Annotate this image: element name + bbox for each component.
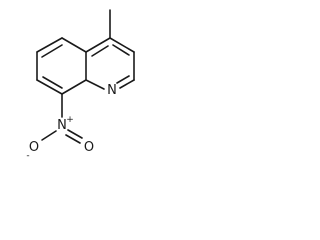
bond-nitro-n-o-right-b <box>65 134 81 144</box>
bond-c4a-c4-inner <box>91 45 109 57</box>
bond-c7-c8 <box>36 79 63 95</box>
bond-c5-c6 <box>36 37 63 53</box>
nitro-oxygen-left-charge: - <box>26 151 29 161</box>
bond-nitro-n-o-left <box>41 130 57 141</box>
bond-lines <box>36 9 135 144</box>
bond-c8-c8a <box>61 79 87 95</box>
bond-c4a-c4 <box>85 37 111 53</box>
bond-nitro-n-o-right-a <box>67 129 83 139</box>
bond-c5-c6-inner <box>41 44 63 58</box>
bond-n1-c8a <box>85 79 105 90</box>
nitro-oxygen-left-label: O <box>29 140 39 155</box>
bond-c7-c8-inner <box>42 76 63 89</box>
bond-c3-c3-inner <box>112 44 130 56</box>
nitro-nitrogen-label: N <box>57 118 67 133</box>
bond-c4-c3 <box>109 37 135 53</box>
bond-c4a-c5 <box>61 37 87 53</box>
molecule-structure-4-methyl-8-nitroquinoline: N N + O - O <box>26 9 135 161</box>
nitro-oxygen-right-label: O <box>84 140 94 155</box>
nitro-nitrogen-charge: + <box>66 115 74 125</box>
bond-c2-n1-inner <box>116 75 130 84</box>
ring-nitrogen-label: N <box>107 83 117 98</box>
bond-c2-n1 <box>119 79 135 89</box>
